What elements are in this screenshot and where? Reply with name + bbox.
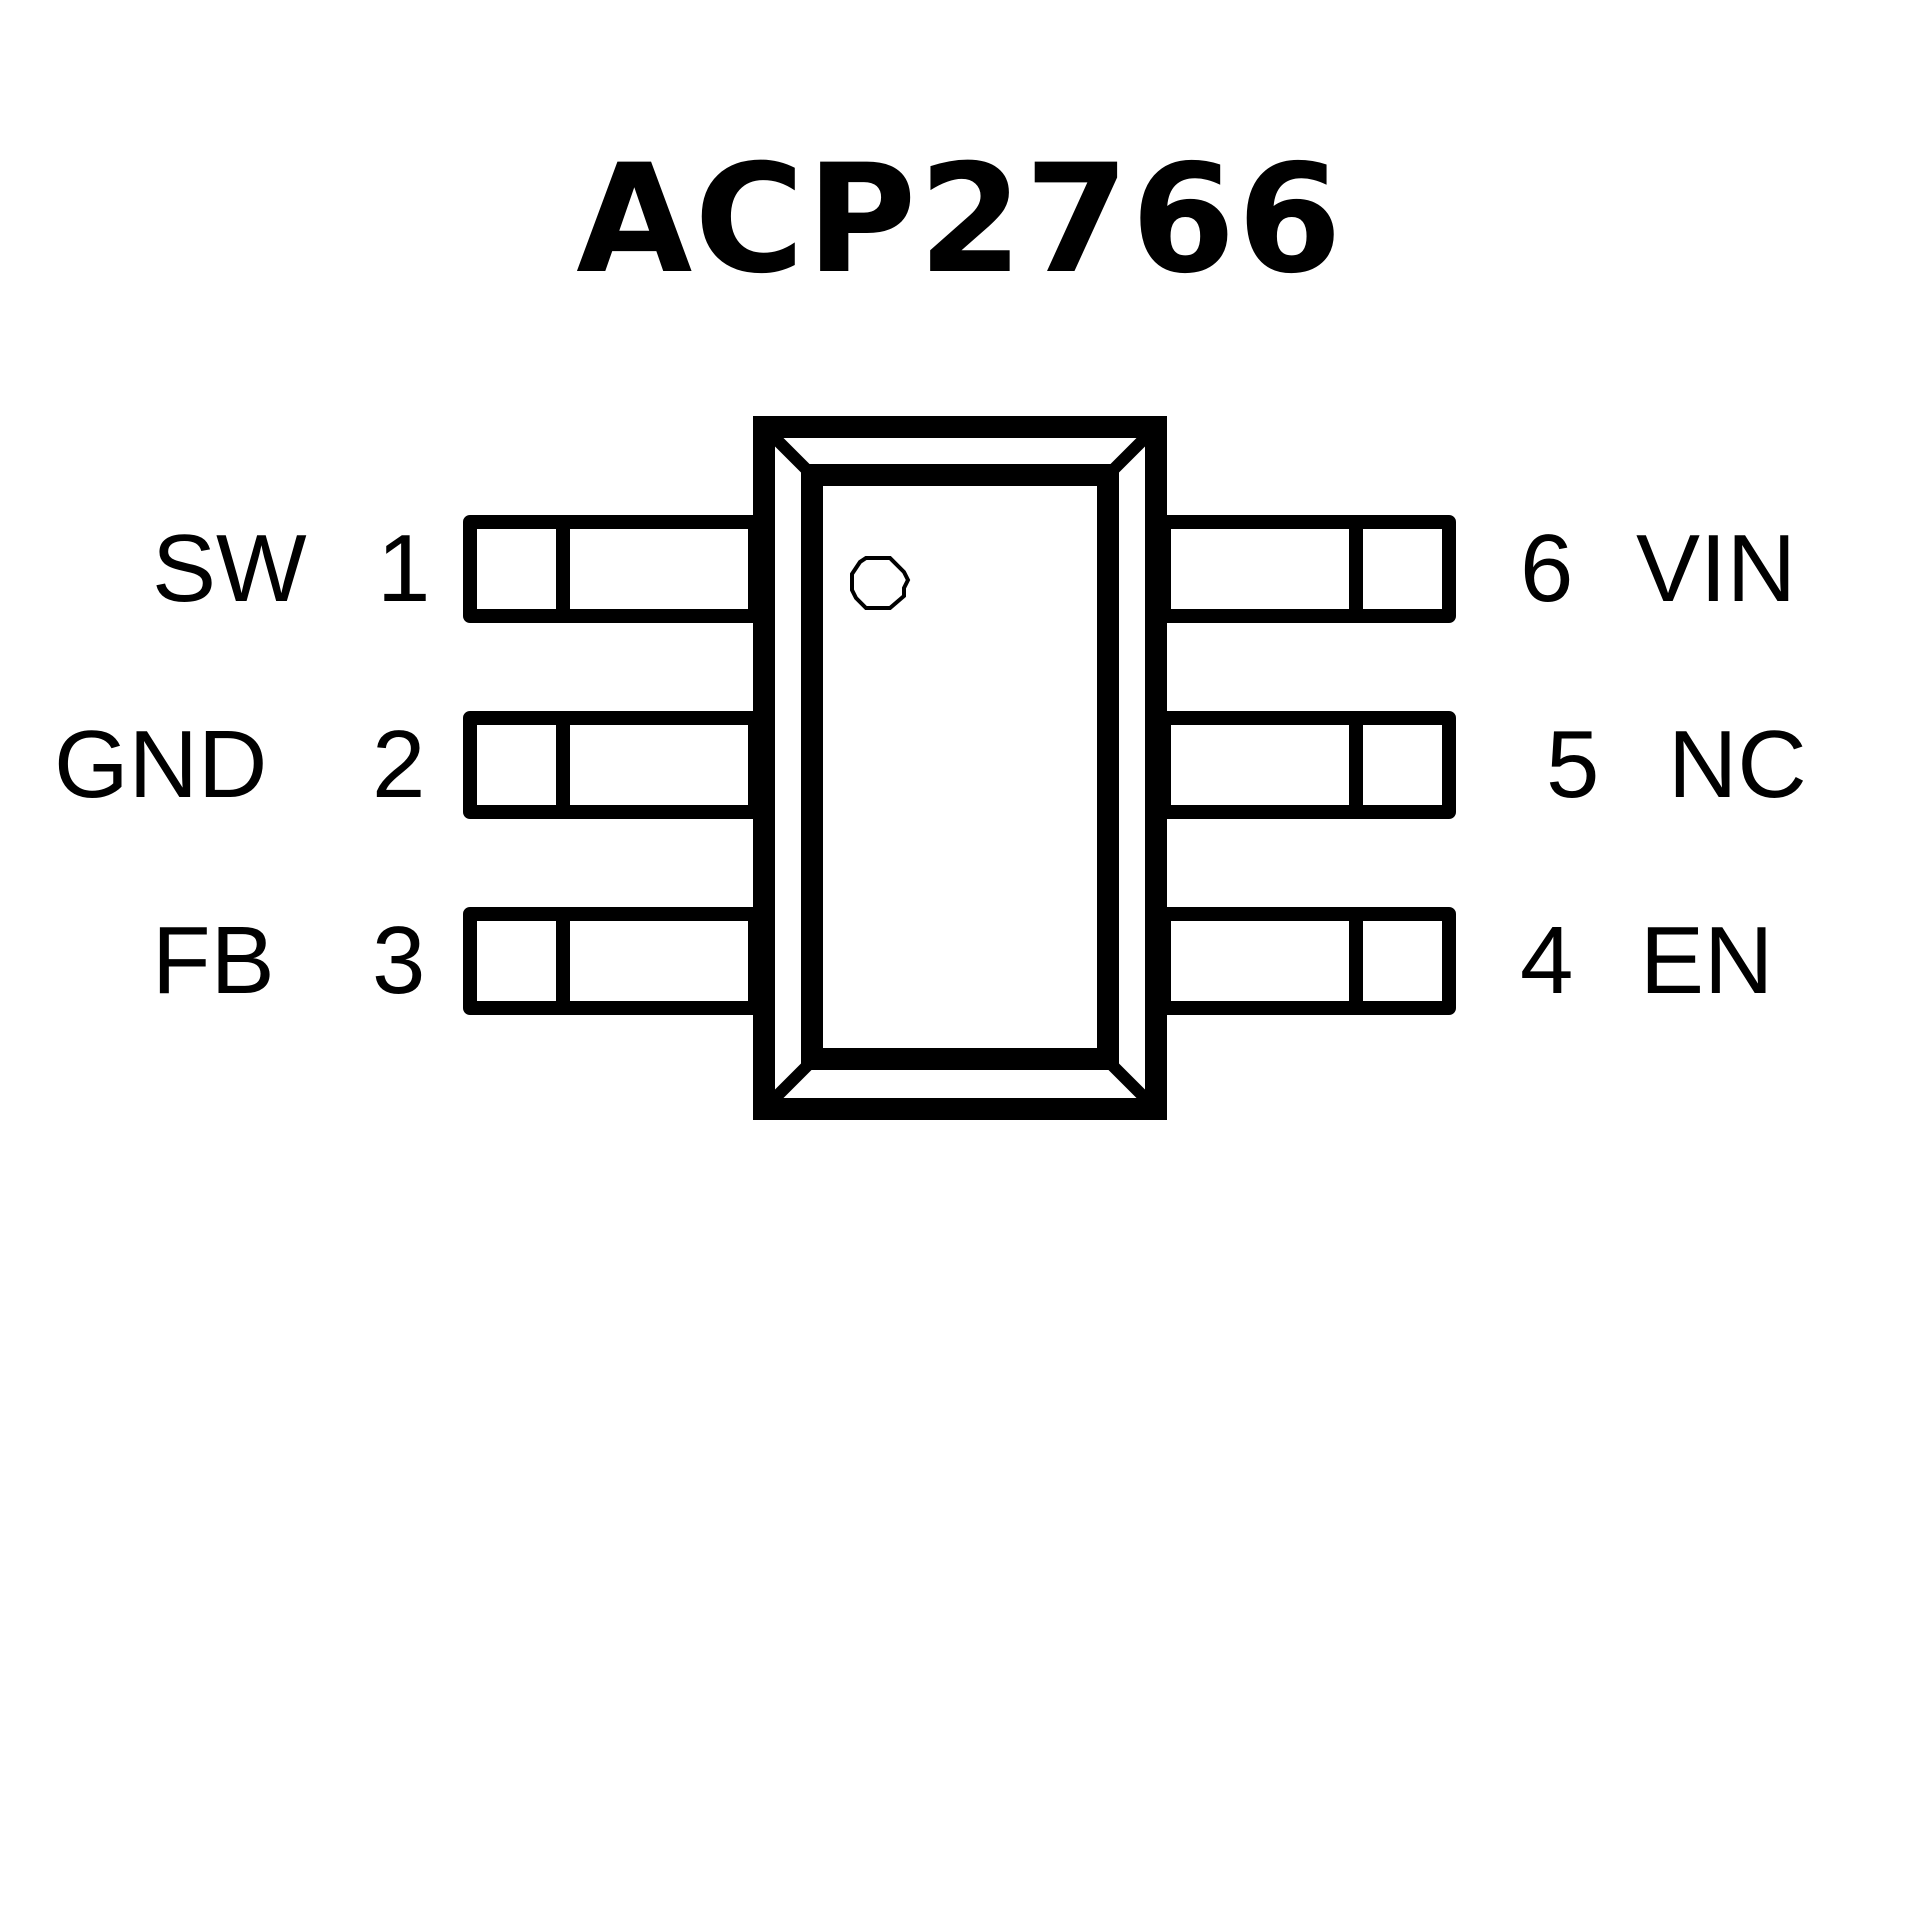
- pin1-marker-circle-icon: [850, 556, 911, 610]
- pin-2-lead: [463, 711, 762, 819]
- pin-4-number: 4: [1520, 907, 1574, 1014]
- pin-6-number: 6: [1520, 515, 1574, 622]
- pin-5-name: NC: [1668, 711, 1807, 818]
- pin-4-lead: [1157, 907, 1456, 1015]
- pin-3-lead: [463, 907, 762, 1015]
- pin-6-lead: [1157, 515, 1456, 623]
- chip-bevel-lines: [770, 433, 1150, 1103]
- pin-3-number: 3: [372, 907, 426, 1014]
- chip-title: ACP2766: [576, 133, 1344, 307]
- pin-3-name: FB: [152, 907, 275, 1014]
- pin-5-number: 5: [1546, 711, 1600, 818]
- pin-1-name: SW: [152, 515, 307, 622]
- chip-body-inner: [801, 464, 1119, 1070]
- pin-2-number: 2: [372, 711, 426, 818]
- pin-6-name: VIN: [1636, 515, 1797, 622]
- pin-5-lead: [1157, 711, 1456, 819]
- pin-4-name: EN: [1640, 907, 1774, 1014]
- pin-1-lead: [463, 515, 762, 623]
- pin-2-name: GND: [54, 711, 268, 818]
- pin-1-number: 1: [377, 515, 431, 622]
